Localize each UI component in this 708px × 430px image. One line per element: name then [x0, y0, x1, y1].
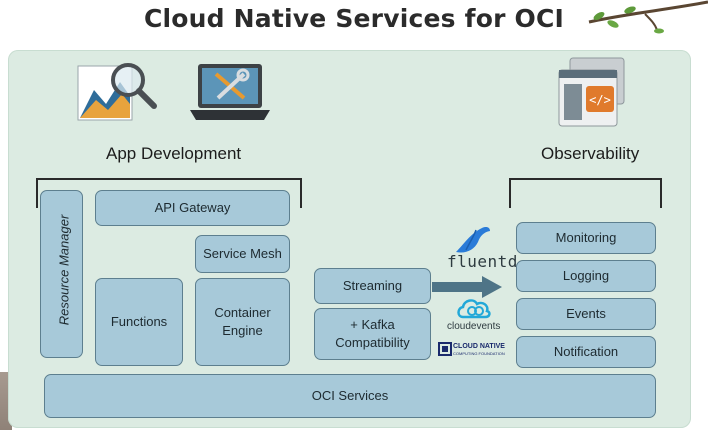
events-box: Events — [516, 298, 656, 330]
cncf-logo-line1: CLOUD NATIVE — [453, 343, 505, 350]
cloudevents-logo-text: cloudevents — [447, 321, 501, 332]
streaming-box: Streaming — [314, 268, 431, 304]
resource-manager-box — [40, 190, 83, 358]
fluentd-logo-text: fluentd — [447, 252, 518, 271]
container-engine-box: Container Engine — [195, 278, 290, 366]
cncf-logo-line2: COMPUTING FOUNDATION — [453, 351, 505, 356]
app-development-bracket — [36, 178, 302, 208]
laptop-tools-icon — [190, 64, 270, 120]
svg-text:</>: </> — [589, 93, 611, 107]
resource-manager-label: Resource Manager — [56, 214, 72, 326]
api-gateway-box: API Gateway — [95, 190, 290, 226]
monitoring-box: Monitoring — [516, 222, 656, 254]
observability-label: Observability — [541, 144, 640, 163]
cloudevents-icon — [457, 299, 491, 319]
streaming-arrow — [432, 276, 502, 298]
observability-bracket — [509, 178, 662, 208]
page-title: Cloud Native Services for OCI — [143, 4, 565, 33]
app-development-label: App Development — [106, 144, 242, 163]
notification-box: Notification — [516, 336, 656, 368]
service-mesh-box: Service Mesh — [195, 235, 290, 273]
logging-box: Logging — [516, 260, 656, 292]
code-window-icon: </> — [558, 57, 625, 127]
oci-services-box: OCI Services — [44, 374, 656, 418]
analytics-magnifier-icon — [77, 63, 157, 121]
functions-box: Functions — [95, 278, 183, 366]
tree-branch-decoration — [588, 0, 708, 34]
fluentd-bird-icon — [456, 227, 490, 253]
cncf-icon — [438, 342, 452, 356]
kafka-compatibility-box: + Kafka Compatibility — [314, 308, 431, 360]
